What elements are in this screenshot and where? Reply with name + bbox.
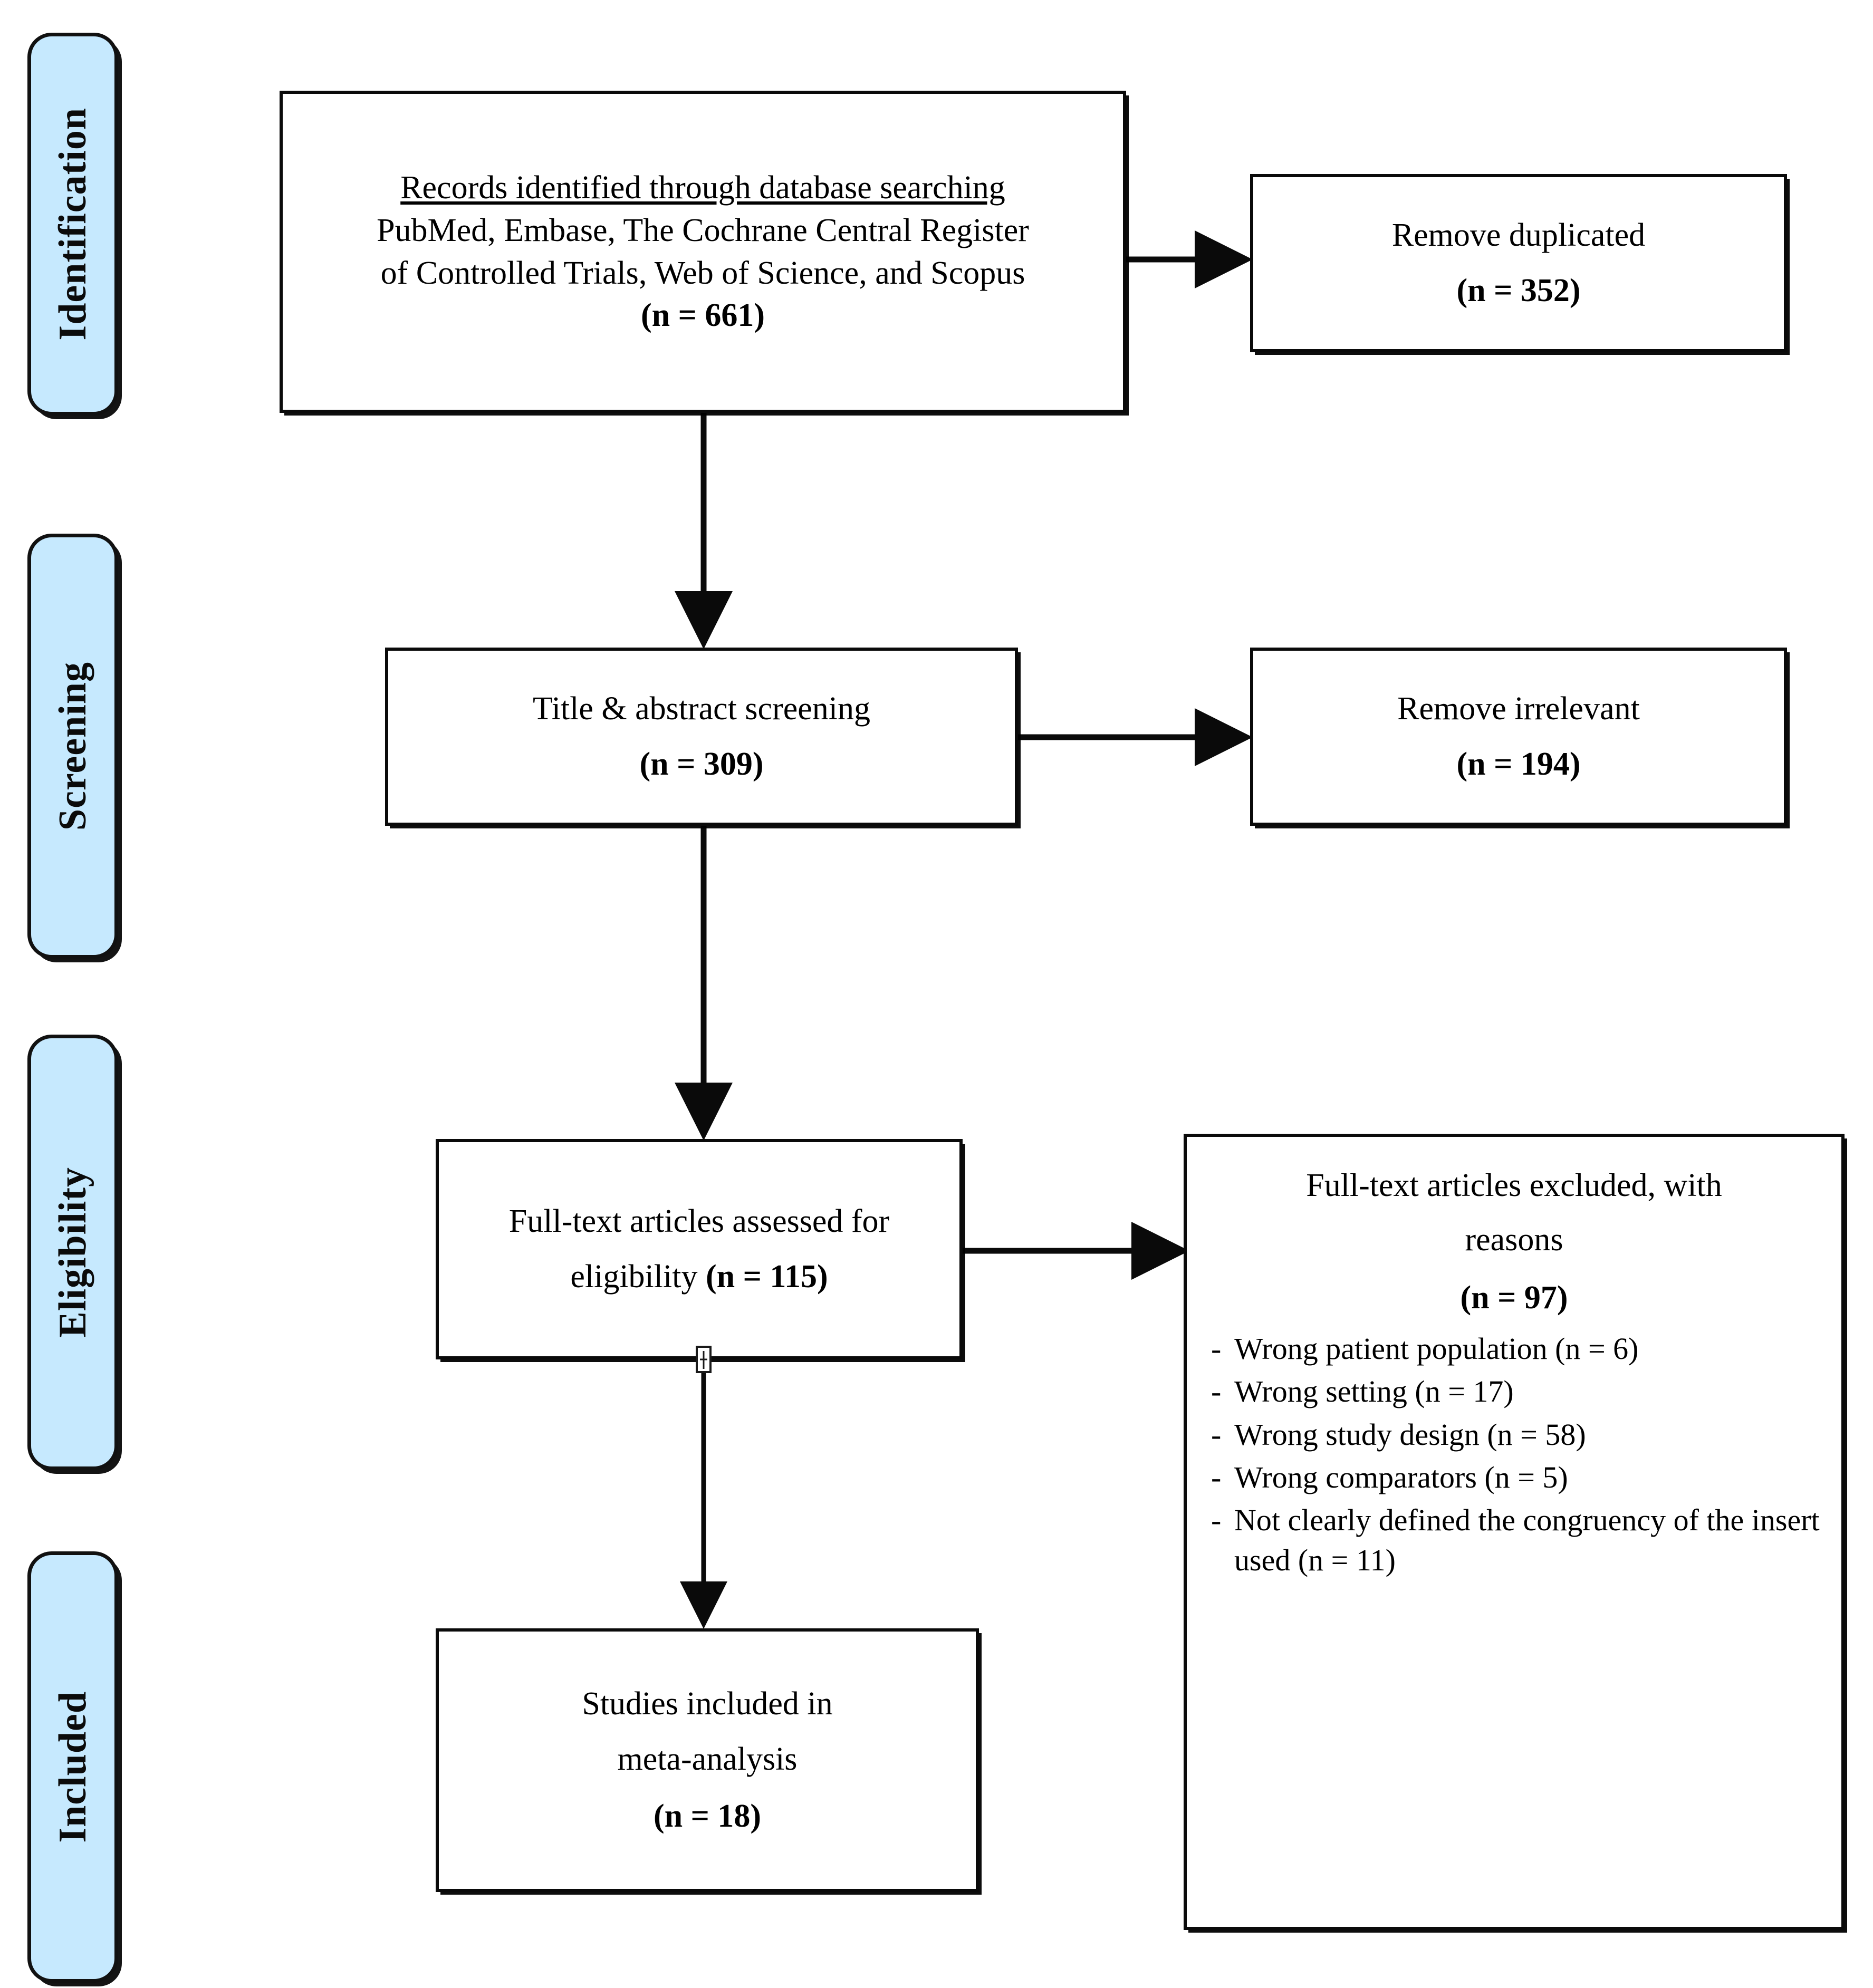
remove-irrelevant-label: Remove irrelevant	[1397, 691, 1640, 727]
fulltext-excluded-line-1: Full-text articles excluded, with	[1306, 1167, 1722, 1203]
bullet-dash-icon: -	[1211, 1503, 1222, 1538]
box-records-identified: Records identified through database sear…	[280, 91, 1126, 413]
stage-label-included: Included	[51, 1691, 94, 1843]
exclusion-reason-text: Wrong patient population (n = 6)	[1234, 1331, 1639, 1366]
studies-included-line-1: Studies included in	[582, 1686, 833, 1722]
title-abstract-screening-count: (n = 309)	[639, 746, 764, 782]
exclusion-reason-text: Wrong setting (n = 17)	[1234, 1374, 1514, 1409]
exclusion-reason-text: Wrong comparators (n = 5)	[1234, 1460, 1568, 1494]
fulltext-assessed-eligibility-text: eligibility	[570, 1259, 706, 1295]
remove-duplicated-count: (n = 352)	[1456, 273, 1581, 308]
exclusion-reasons-list: - Wrong patient population (n = 6) - Wro…	[1187, 1329, 1841, 1583]
fulltext-excluded-line-2: reasons	[1465, 1221, 1563, 1258]
box-remove-duplicated: Remove duplicated (n = 352)	[1250, 174, 1787, 352]
connector-anchor-handle[interactable]	[696, 1346, 712, 1373]
studies-included-count: (n = 18)	[653, 1798, 762, 1835]
title-abstract-screening-label: Title & abstract screening	[533, 691, 870, 727]
stage-label-eligibility: Eligibility	[51, 1167, 94, 1338]
fulltext-excluded-count: (n = 97)	[1460, 1280, 1568, 1316]
fulltext-assessed-line-2: eligibility (n = 115)	[570, 1256, 828, 1298]
list-item: - Wrong study design (n = 58)	[1211, 1415, 1823, 1454]
exclusion-reason-text: Not clearly defined the congruency of th…	[1234, 1503, 1820, 1577]
list-item: - Not clearly defined the congruency of …	[1211, 1500, 1823, 1580]
stage-pill-eligibility: Eligibility	[27, 1035, 118, 1470]
records-identified-heading: Records identified through database sear…	[400, 170, 1005, 206]
list-item: - Wrong comparators (n = 5)	[1211, 1458, 1823, 1497]
stage-label-identification: Identification	[51, 108, 94, 341]
box-fulltext-excluded: Full-text articles excluded, with reason…	[1184, 1134, 1845, 1930]
remove-duplicated-label: Remove duplicated	[1391, 217, 1646, 254]
bullet-dash-icon: -	[1211, 1460, 1222, 1494]
box-studies-included: Studies included in meta-analysis (n = 1…	[436, 1628, 979, 1892]
stage-pill-screening: Screening	[27, 534, 118, 959]
fulltext-assessed-count: (n = 115)	[705, 1259, 828, 1295]
stage-pill-included: Included	[27, 1551, 118, 1983]
fulltext-assessed-line-1: Full-text articles assessed for	[508, 1203, 890, 1240]
box-title-abstract-screening: Title & abstract screening (n = 309)	[385, 648, 1018, 826]
box-remove-irrelevant: Remove irrelevant (n = 194)	[1250, 648, 1787, 826]
list-item: - Wrong patient population (n = 6)	[1211, 1329, 1823, 1368]
studies-included-line-2: meta-analysis	[617, 1741, 798, 1777]
records-identified-databases-line-2: of Controlled Trials, Web of Science, an…	[380, 255, 1025, 291]
stage-pill-identification: Identification	[27, 33, 118, 416]
bullet-dash-icon: -	[1211, 1417, 1222, 1452]
remove-irrelevant-count: (n = 194)	[1456, 746, 1581, 782]
bullet-dash-icon: -	[1211, 1374, 1222, 1409]
bullet-dash-icon: -	[1211, 1331, 1222, 1366]
records-identified-databases-line-1: PubMed, Embase, The Cochrane Central Reg…	[377, 212, 1029, 248]
list-item: - Wrong setting (n = 17)	[1211, 1372, 1823, 1411]
stage-label-screening: Screening	[51, 661, 94, 831]
exclusion-reason-text: Wrong study design (n = 58)	[1234, 1417, 1586, 1452]
records-identified-count: (n = 661)	[640, 297, 765, 334]
box-fulltext-assessed: Full-text articles assessed for eligibil…	[436, 1139, 963, 1359]
